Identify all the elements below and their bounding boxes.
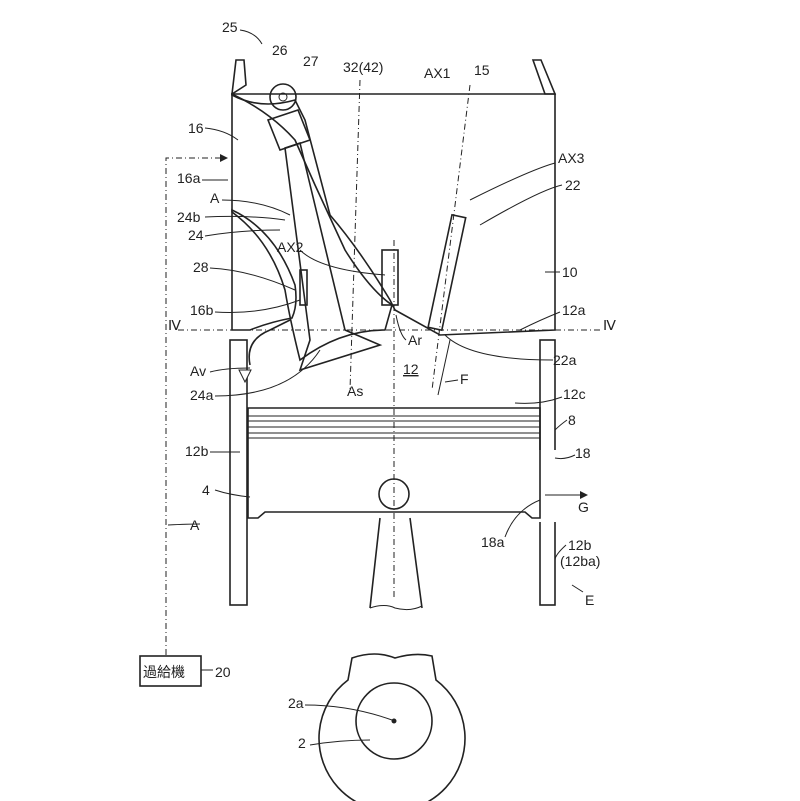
label-27: 27 xyxy=(303,53,319,69)
label-22a: 22a xyxy=(553,352,577,368)
label-12: 12 xyxy=(403,361,419,377)
exhaust-port-18 xyxy=(538,450,557,522)
cylinder-wall-left xyxy=(229,339,248,606)
cylinder-head xyxy=(231,59,557,362)
label-ax3: AX3 xyxy=(558,150,585,166)
label-2: 2 xyxy=(298,735,306,751)
label-ar: Ar xyxy=(408,332,422,348)
label-15: 15 xyxy=(474,62,490,78)
label-20: 20 xyxy=(215,664,231,680)
label-22: 22 xyxy=(565,177,581,193)
label-10: 10 xyxy=(562,264,578,280)
label-g: G xyxy=(578,499,589,515)
label-12a: 12a xyxy=(562,302,586,318)
label-18: 18 xyxy=(575,445,591,461)
label-12ba: (12ba) xyxy=(560,553,600,569)
label-24a: 24a xyxy=(190,387,214,403)
label-a-flow: A xyxy=(210,190,220,206)
intake-valve xyxy=(266,83,383,372)
label-section-iv-right: Ⅳ xyxy=(603,317,616,333)
label-16: 16 xyxy=(188,120,204,136)
label-ax2: AX2 xyxy=(277,239,304,255)
label-18a: 18a xyxy=(481,534,505,550)
label-ax1: AX1 xyxy=(424,65,451,81)
supercharger-box xyxy=(139,655,202,687)
injector xyxy=(427,213,467,332)
crankshaft xyxy=(318,653,466,801)
label-12b-left: 12b xyxy=(185,443,209,459)
supercharger-label: 過給機 xyxy=(143,665,185,681)
label-f: F xyxy=(460,371,469,387)
label-32-42: 32(42) xyxy=(343,59,383,75)
label-16b: 16b xyxy=(190,302,214,318)
label-4: 4 xyxy=(202,482,210,498)
label-a-line: A xyxy=(190,517,200,533)
label-12b-right: 12b xyxy=(568,537,592,553)
label-25: 25 xyxy=(222,19,238,35)
leader-lines xyxy=(167,29,584,746)
label-section-iv-left: Ⅳ xyxy=(168,317,181,333)
label-12c: 12c xyxy=(563,386,586,402)
label-e: E xyxy=(585,592,594,608)
label-24: 24 xyxy=(188,227,204,243)
connecting-rod xyxy=(369,517,423,609)
label-2a: 2a xyxy=(288,695,304,711)
label-as: As xyxy=(347,383,363,399)
spark-plug xyxy=(381,249,399,306)
label-28: 28 xyxy=(193,259,209,275)
label-8: 8 xyxy=(568,412,576,428)
label-24b: 24b xyxy=(177,209,201,225)
label-av: Av xyxy=(190,363,206,379)
reference-labels: 25 26 27 32(42) AX1 15 16 16a A 24b 24 A… xyxy=(168,19,616,751)
label-16a: 16a xyxy=(177,170,201,186)
member-28 xyxy=(299,269,308,306)
label-26: 26 xyxy=(272,42,288,58)
